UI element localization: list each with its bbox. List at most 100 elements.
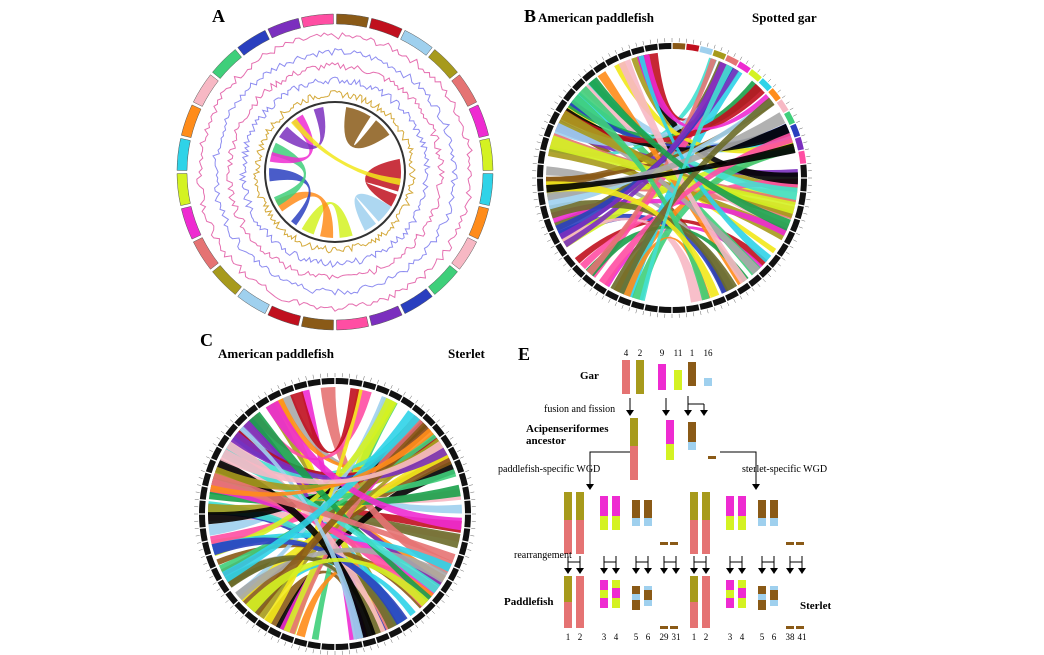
chromosome-ideogram	[211, 446, 223, 461]
tick-mark	[608, 299, 611, 303]
chromosome-ideogram	[794, 205, 804, 220]
chromosome-ideogram	[582, 274, 596, 287]
chromosome-ideogram	[400, 396, 415, 409]
rearr-bracket	[635, 556, 649, 563]
density-track	[212, 48, 458, 296]
chromosome-number: 1	[690, 348, 695, 358]
chromosome-block	[758, 586, 766, 594]
tick-mark	[541, 127, 546, 130]
arrow-head	[770, 568, 778, 574]
chromosome-ideogram	[548, 111, 560, 125]
chromosome-ideogram	[672, 43, 686, 50]
chromosome-block	[786, 542, 794, 545]
tick-mark	[706, 309, 709, 314]
chromosome-block	[632, 600, 640, 610]
tick-mark	[693, 312, 695, 317]
chromosome-ideogram	[462, 486, 471, 500]
chromosome-ideogram	[572, 78, 586, 92]
chromosome-ideogram	[454, 459, 465, 474]
tick-mark	[727, 302, 730, 306]
chromosome-ideogram	[205, 554, 216, 569]
chromosome-ideogram	[422, 413, 436, 427]
tick-mark	[206, 569, 210, 572]
chromosome-ideogram	[193, 74, 219, 107]
synteny-ribbon	[230, 431, 448, 482]
tick-mark	[251, 624, 255, 629]
panel-a-label: A	[212, 6, 225, 26]
tick-mark	[572, 78, 577, 83]
chromosome-block	[796, 626, 804, 629]
tick-mark	[700, 41, 702, 46]
chromosome-block	[770, 500, 778, 518]
tick-mark	[465, 470, 470, 472]
arrow-head	[700, 410, 708, 416]
chromosome-ideogram	[555, 243, 568, 257]
chromosome-ideogram	[776, 243, 789, 257]
chromosome-block	[786, 626, 794, 629]
tick-mark	[257, 628, 261, 633]
arrow-head	[672, 568, 680, 574]
chromosome-ideogram	[440, 434, 453, 449]
chromosome-block	[758, 500, 766, 518]
synteny-ribbon	[644, 52, 740, 121]
rearr-bracket	[603, 556, 617, 563]
tick-mark	[445, 430, 450, 434]
tick-mark	[785, 101, 790, 105]
synteny-ribbon	[587, 79, 798, 201]
tick-mark	[777, 263, 781, 267]
tick-mark	[277, 385, 280, 389]
chromosome-number: 4	[740, 632, 745, 642]
tick-mark	[468, 484, 473, 486]
tick-mark	[801, 134, 806, 137]
chromosome-number: 41	[798, 632, 807, 642]
synteny-ribbon	[354, 193, 392, 231]
chromosome-ideogram	[293, 381, 308, 391]
chromosome-block	[600, 516, 608, 530]
tick-mark	[390, 639, 393, 643]
tick-mark	[793, 114, 797, 117]
chromosome-ideogram	[548, 231, 560, 245]
chromosome-block	[690, 602, 698, 628]
tick-mark	[200, 470, 205, 472]
chromosome-ideogram	[563, 254, 576, 268]
tick-mark	[804, 148, 809, 150]
tick-mark	[772, 268, 777, 272]
chromosome-ideogram	[784, 231, 796, 245]
tick-mark	[757, 283, 761, 287]
chromosome-ideogram	[451, 74, 477, 107]
chromosome-ideogram	[267, 390, 282, 402]
tick-mark	[547, 239, 551, 242]
tick-mark	[415, 399, 419, 404]
chromosome-ideogram	[388, 626, 403, 638]
chromosome-ideogram	[212, 265, 242, 295]
tick-mark	[801, 219, 806, 222]
chromosome-ideogram	[543, 123, 554, 138]
tick-mark	[739, 295, 743, 300]
chromosome-block	[630, 446, 638, 480]
synteny-ribbon	[208, 421, 428, 525]
chromosome-block	[612, 598, 620, 608]
chromosome-ideogram	[464, 514, 471, 528]
tick-mark	[554, 101, 559, 105]
chromosome-number: 11	[674, 348, 683, 358]
tick-mark	[370, 377, 372, 382]
chromosome-ideogram	[658, 306, 672, 313]
tick-mark	[377, 379, 379, 384]
synteny-ribbon	[257, 438, 441, 620]
chromosome-block	[632, 586, 640, 594]
tick-mark	[441, 425, 445, 428]
chromosome-block	[770, 518, 778, 526]
tick-mark	[456, 449, 461, 453]
chromosome-ideogram	[225, 590, 238, 605]
chromosome-block	[644, 600, 652, 606]
chromosome-block	[758, 600, 766, 610]
chromosome-ideogram	[205, 459, 216, 474]
synteny-ribbon	[269, 114, 314, 164]
tick-mark	[396, 388, 400, 393]
tick-mark	[733, 53, 736, 57]
chromosome-block	[612, 580, 620, 588]
chromosome-ideogram	[307, 641, 321, 650]
chromosome-ideogram	[725, 54, 739, 66]
rearr-bracket	[729, 556, 743, 563]
